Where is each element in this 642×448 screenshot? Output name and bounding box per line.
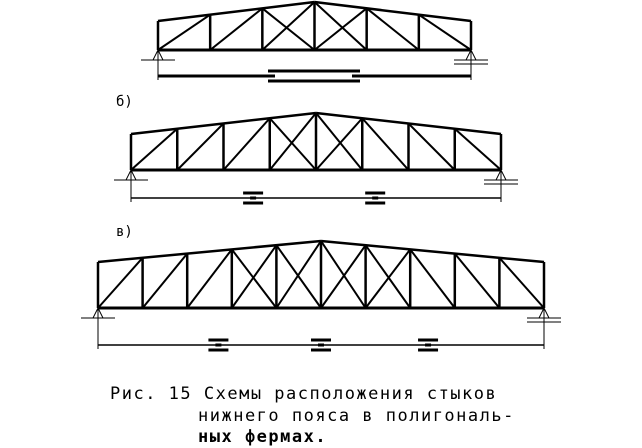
diagonal-member bbox=[315, 112, 364, 171]
support-icon bbox=[465, 49, 472, 61]
diagonal-member bbox=[176, 122, 225, 171]
diagonal-member bbox=[454, 252, 501, 309]
caption-line-1: Рис. 15 Схемы расположения стыков bbox=[110, 384, 498, 404]
caption-line-2: нижнего пояса в полигональ- bbox=[198, 406, 515, 426]
diagonal-member bbox=[186, 248, 233, 309]
diagonal-member bbox=[230, 244, 278, 309]
diagonal-member bbox=[313, 1, 368, 51]
support-icon bbox=[152, 49, 159, 61]
support-icon bbox=[157, 49, 164, 61]
diagonal-member bbox=[315, 117, 363, 171]
diagonal-member bbox=[231, 248, 278, 309]
support-icon bbox=[543, 307, 550, 319]
support-icon bbox=[538, 307, 545, 319]
diagonal-member bbox=[261, 1, 316, 51]
top-chord bbox=[320, 239, 545, 264]
diagonal-member bbox=[222, 117, 271, 171]
support-icon bbox=[97, 307, 104, 319]
diagonal-member bbox=[364, 248, 411, 309]
diagonal-member bbox=[364, 244, 412, 309]
diagonal-member bbox=[130, 128, 178, 171]
diagonal-member bbox=[268, 112, 317, 171]
diagonal-member bbox=[320, 244, 367, 309]
diagonal-member bbox=[320, 240, 367, 309]
support-icon bbox=[130, 169, 137, 181]
label-v: в) bbox=[116, 224, 133, 240]
support-icon bbox=[125, 169, 132, 181]
support-icon bbox=[92, 307, 99, 319]
diagonal-member bbox=[407, 122, 456, 171]
diagonal-member bbox=[313, 7, 368, 51]
caption-line-3: ных фермах. bbox=[198, 427, 328, 447]
label-b: б) bbox=[116, 94, 133, 110]
diagonal-member bbox=[418, 13, 472, 51]
diagonal-member bbox=[361, 117, 410, 171]
diagonal-member bbox=[261, 7, 316, 51]
top-chord bbox=[314, 0, 472, 23]
diagonal-member bbox=[366, 7, 420, 51]
diagonal-member bbox=[275, 240, 322, 309]
diagonal-member bbox=[454, 128, 502, 171]
diagonal-member bbox=[157, 13, 211, 51]
diagonal-member bbox=[269, 117, 317, 171]
support-icon bbox=[470, 49, 477, 61]
diagonal-member bbox=[275, 244, 322, 309]
diagonal-member bbox=[97, 257, 144, 309]
diagonal-member bbox=[409, 248, 456, 309]
support-icon bbox=[495, 169, 502, 181]
top-chord bbox=[157, 0, 315, 23]
top-chord bbox=[97, 239, 322, 264]
diagonal-member bbox=[141, 252, 188, 309]
diagonal-member bbox=[209, 7, 263, 51]
diagonal-member bbox=[498, 257, 545, 309]
support-icon bbox=[500, 169, 507, 181]
